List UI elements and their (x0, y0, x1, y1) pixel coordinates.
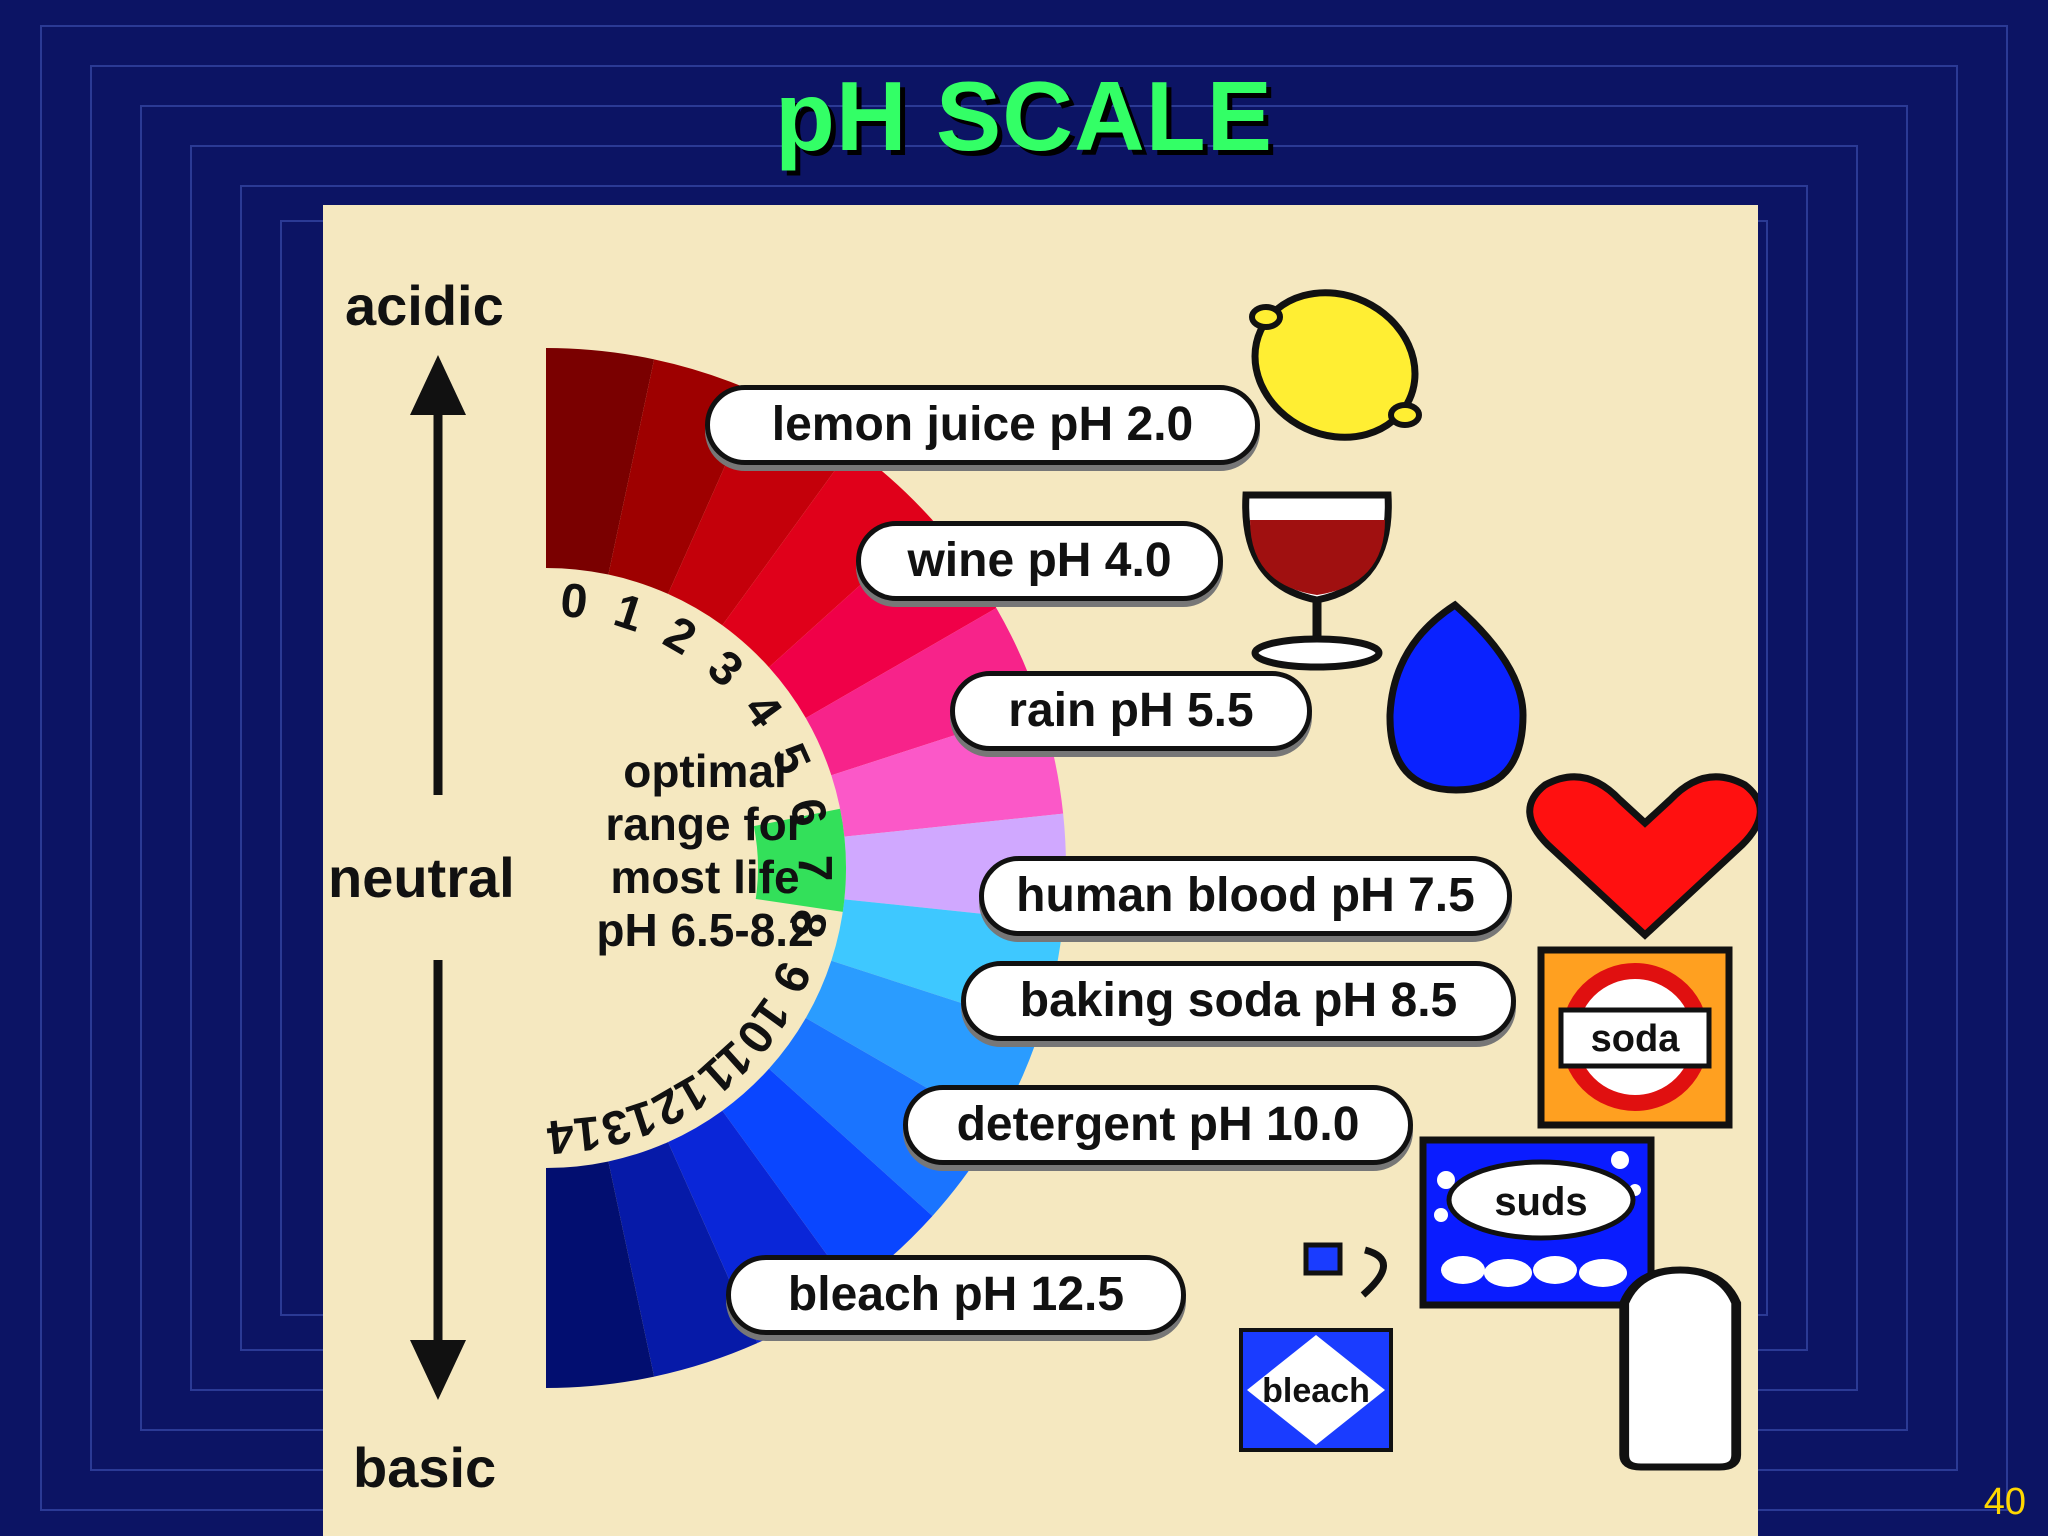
neutral-label: neutral (328, 846, 515, 909)
ph-segment-13 (608, 1142, 758, 1377)
ph-segment-0 (546, 348, 655, 575)
optimal-line: pH 6.5-8.2 (596, 904, 814, 956)
acidic-label: acidic (345, 274, 504, 337)
ph-number-14: 14 (544, 1105, 603, 1163)
ph-number-7: 7 (787, 855, 840, 882)
ph-segment-14 (546, 1161, 655, 1388)
basic-label: basic (353, 1436, 497, 1499)
detergent-label: detergent pH 10.0 (903, 1085, 1413, 1165)
optimal-line: range for (605, 798, 805, 850)
ph-segment-10 (768, 1018, 997, 1216)
ph-number-4: 4 (733, 684, 792, 737)
ph-segment-3 (722, 447, 933, 668)
optimal-range-highlight (753, 808, 846, 912)
page-number: 40 (1983, 1481, 2026, 1523)
optimal-range-text: optimal range for most life pH 6.5-8.2 (555, 745, 855, 957)
ph-segment-5 (805, 608, 1041, 776)
ph-number-2: 2 (655, 606, 705, 665)
ph-number-0: 0 (558, 574, 590, 630)
baking-soda-label: baking soda pH 8.5 (961, 961, 1516, 1041)
ph-number-1: 1 (608, 584, 650, 643)
wine-label: wine pH 4.0 (856, 521, 1223, 601)
acidic-arrow-head (410, 355, 466, 415)
human-blood-label: human blood pH 7.5 (979, 856, 1512, 936)
slide-title: pH SCALE (775, 61, 1273, 171)
ph-number-3: 3 (698, 640, 753, 697)
ph-number-9: 9 (761, 954, 820, 1000)
optimal-line: optimal (623, 745, 787, 797)
rain-label: rain pH 5.5 (950, 671, 1312, 751)
ph-segment-11 (722, 1068, 933, 1289)
optimal-line: most life (610, 851, 800, 903)
basic-arrow-head (410, 1340, 466, 1400)
lemon-juice-label: lemon juice pH 2.0 (705, 385, 1260, 465)
bleach-label: bleach pH 12.5 (726, 1255, 1186, 1335)
